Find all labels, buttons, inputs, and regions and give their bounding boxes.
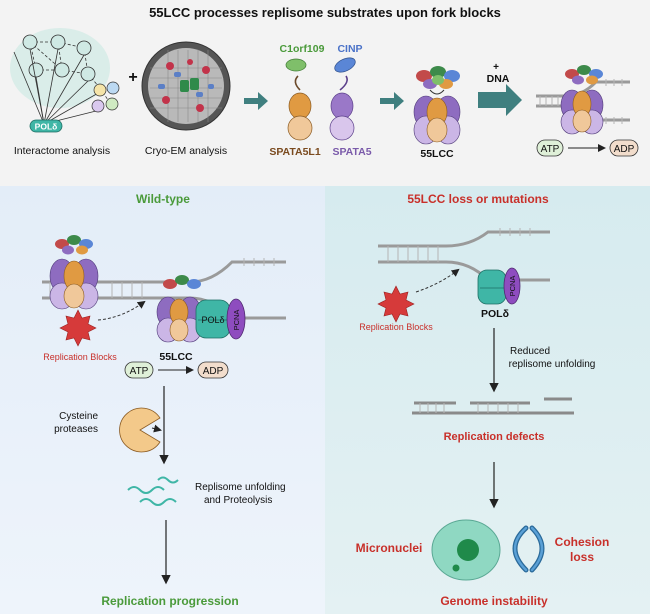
atp-pill-top: [536, 139, 564, 157]
mutant-outcome: Genome instability: [440, 594, 548, 608]
complex-55lcc-top: [413, 66, 461, 145]
adp-pill-left: [197, 361, 229, 379]
wildtype-block-icon: [59, 309, 97, 347]
protease-label-1: Cysteine: [59, 411, 98, 422]
wildtype-outcome: Replication progression: [101, 594, 238, 608]
cryoem-label: Cryo-EM analysis: [145, 145, 227, 157]
dna-plus: +: [493, 62, 499, 73]
cohesion-label-1: Cohesion: [555, 535, 610, 549]
flow-arrow-2: [380, 92, 404, 110]
dna-label: DNA: [487, 73, 510, 85]
wildtype-block-label: Replication Blocks: [43, 352, 117, 362]
wildtype-block-arrow: [97, 300, 146, 321]
spata5l1-shape: [287, 75, 313, 141]
peptide-fragments-icon: [127, 476, 179, 506]
atp-label-top: ATP: [541, 144, 560, 155]
atp-label-left: ATP: [130, 366, 149, 377]
spata5-shape: [329, 75, 355, 141]
mutant-replisome-dna: [378, 228, 550, 305]
protease-arrow: [151, 424, 162, 433]
cohesion-label-2: loss: [570, 550, 594, 564]
reduced-label-1: Reduced: [510, 346, 550, 357]
mutant-block-icon: [377, 285, 415, 323]
c1orf109-label: C1orf109: [280, 43, 325, 55]
cinp-shape: [334, 57, 356, 73]
wildtype-panel: [0, 186, 325, 614]
interactome-network: POLδ: [10, 28, 120, 133]
complex-on-dna-top: [536, 65, 630, 135]
figure-title: 55LCC processes replisome substrates upo…: [149, 5, 501, 20]
c1orf109-shape: [285, 58, 307, 72]
interactome-pol-label: POLδ: [35, 122, 58, 132]
plus-sign: +: [128, 69, 137, 86]
spata5-label: SPATA5: [332, 146, 371, 158]
micronuclei-cell-icon: [431, 519, 501, 581]
adp-label-top: ADP: [614, 144, 635, 155]
wildtype-replisome-dna: [42, 235, 286, 343]
interactome-label: Interactome analysis: [14, 145, 110, 157]
reduced-label-2: replisome unfolding: [509, 359, 596, 370]
adp-label-left: ADP: [203, 366, 224, 377]
mutant-pcna-label: PCNA: [508, 276, 517, 297]
wildtype-heading: Wild-type: [136, 192, 190, 206]
cryoem-grid-icon: [141, 41, 231, 131]
protease-label-2: proteases: [54, 424, 98, 435]
spata5l1-label: SPATA5L1: [269, 146, 321, 158]
pacman-protease-icon: [119, 407, 161, 453]
mutant-pol-label: POLδ: [481, 308, 509, 320]
flow-arrow-1: [244, 92, 268, 110]
atp-pill-left: [124, 361, 154, 379]
adp-pill-top: [609, 139, 639, 157]
wildtype-pcna-label: PCNA: [232, 310, 241, 331]
wildtype-pol-label: POLδ: [201, 315, 224, 325]
micronuclei-label: Micronuclei: [356, 541, 423, 555]
defects-label: Replication defects: [444, 431, 545, 443]
flow-arrow-3: [478, 84, 522, 116]
cinp-label: CINP: [337, 43, 362, 55]
mutant-heading: 55LCC loss or mutations: [407, 192, 549, 206]
cohesion-icon: [512, 525, 545, 573]
mutant-block-label: Replication Blocks: [359, 322, 433, 332]
complex-label-top: 55LCC: [420, 148, 454, 160]
wildtype-complex-label: 55LCC: [159, 351, 193, 363]
defective-dna-icon: [412, 397, 574, 415]
unfolding-label-2: and Proteolysis: [204, 495, 272, 506]
unfolding-label-1: Replisome unfolding: [195, 482, 286, 493]
